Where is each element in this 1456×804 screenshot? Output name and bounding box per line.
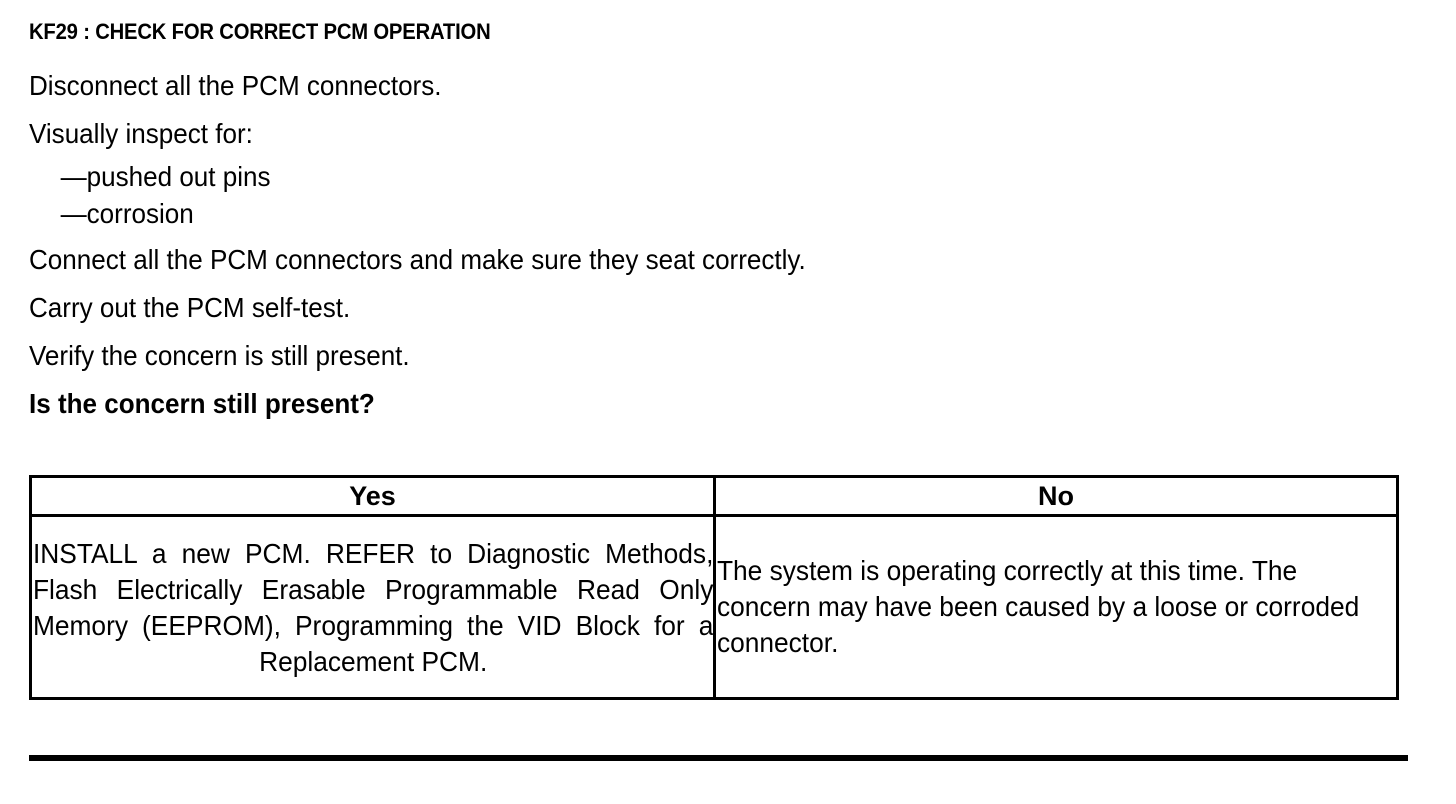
instruction-line-visually-inspect: Visually inspect for: bbox=[29, 118, 253, 149]
instruction-block: Disconnect all the PCM connectors. Visua… bbox=[29, 62, 1419, 428]
cell-yes-text: INSTALL a new PCM. REFER to Diagnostic M… bbox=[32, 537, 714, 677]
table-row: INSTALL a new PCM. REFER to Diagnostic M… bbox=[29, 514, 1399, 700]
list-item: —corrosion bbox=[60, 198, 194, 229]
page-title: KF29 : CHECK FOR CORRECT PCM OPERATION bbox=[29, 19, 491, 44]
cell-yes-action: INSTALL a new PCM. REFER to Diagnostic M… bbox=[29, 514, 716, 700]
inspect-item-list: —pushed out pins —corrosion bbox=[29, 158, 1419, 232]
instruction-line-verify: Verify the concern is still present. bbox=[29, 340, 410, 371]
table-header-row: Yes No bbox=[29, 475, 1399, 517]
instruction-line-self-test: Carry out the PCM self-test. bbox=[29, 292, 351, 323]
decision-table: Yes No INSTALL a new PCM. REFER to Diagn… bbox=[29, 475, 1399, 700]
instruction-line-disconnect: Disconnect all the PCM connectors. bbox=[29, 70, 442, 101]
column-header-no: No bbox=[713, 475, 1399, 517]
section-divider-rule bbox=[29, 755, 1408, 761]
instruction-line-connect: Connect all the PCM connectors and make … bbox=[29, 244, 806, 275]
cell-no-action: The system is operating correctly at thi… bbox=[713, 514, 1399, 700]
column-header-yes: Yes bbox=[29, 475, 716, 517]
decision-question: Is the concern still present? bbox=[29, 388, 375, 419]
list-item: —pushed out pins bbox=[60, 161, 271, 192]
cell-no-text: The system is operating correctly at thi… bbox=[716, 555, 1360, 658]
